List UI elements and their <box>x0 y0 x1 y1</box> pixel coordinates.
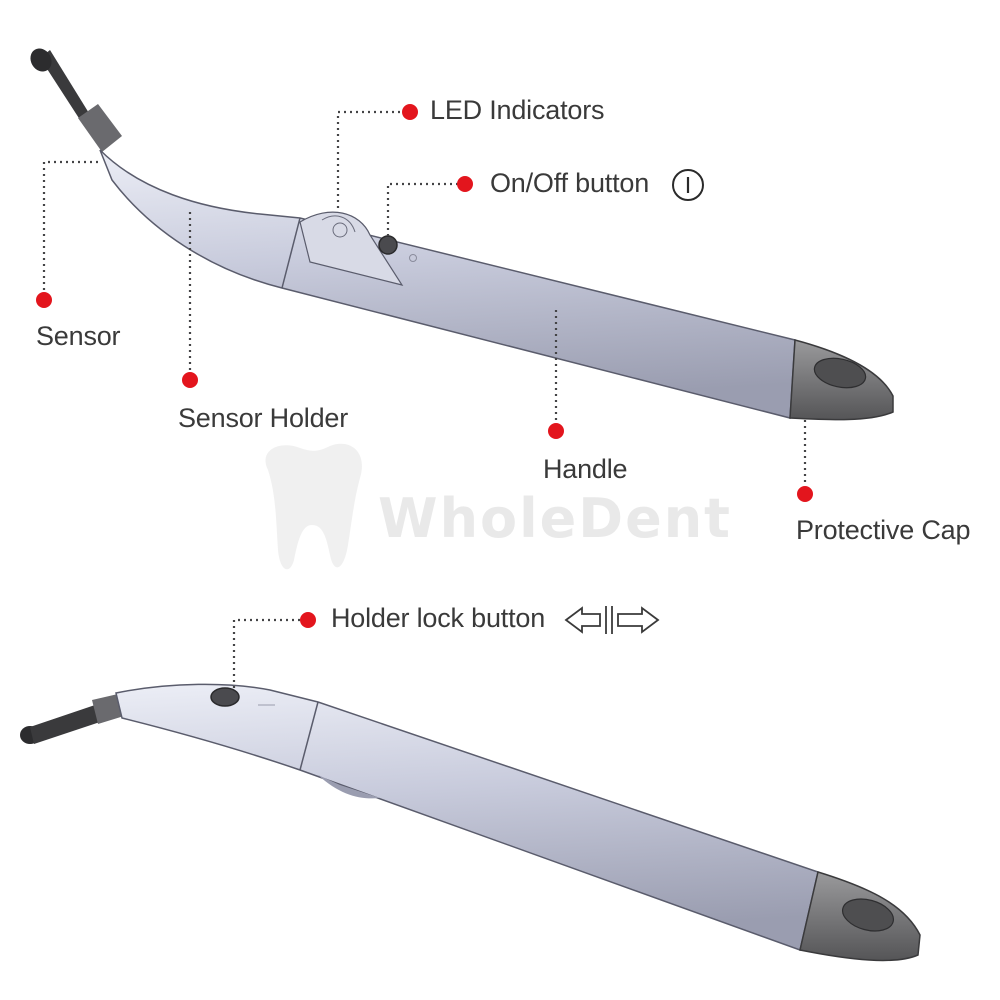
label-sensor-holder: Sensor Holder <box>178 403 348 433</box>
leader-lock <box>232 618 300 690</box>
double-arrow-lock-icon <box>564 606 660 634</box>
label-holder-lock-button: Holder lock button <box>331 603 546 633</box>
label-sensor: Sensor <box>36 321 121 351</box>
label-on-off-button: On/Off button <box>490 168 650 198</box>
label-protective-cap: Protective Cap <box>796 515 971 545</box>
watermark-text: WholeDent <box>378 487 732 550</box>
led-panel <box>299 211 404 286</box>
leader-sensor <box>42 160 98 292</box>
leader-led <box>336 110 400 212</box>
label-led-indicators: LED Indicators <box>430 95 605 125</box>
power-button-shape <box>378 235 398 255</box>
bottom-sensor-tip <box>20 694 124 744</box>
watermark-tooth-icon <box>265 443 362 570</box>
sensor-tip <box>30 48 122 152</box>
top-device <box>30 48 894 421</box>
marker-dots <box>36 104 813 628</box>
bottom-handle-body <box>115 683 819 951</box>
dot-handle <box>548 423 564 439</box>
label-handle: Handle <box>543 454 628 484</box>
dot-led <box>402 104 418 120</box>
dot-sensor-holder <box>182 372 198 388</box>
bottom-device <box>20 683 921 962</box>
dot-sensor <box>36 292 52 308</box>
dot-onoff <box>457 176 473 192</box>
leader-lines <box>42 110 807 690</box>
dot-cap <box>797 486 813 502</box>
dot-lock <box>300 612 316 628</box>
lock-button-shape <box>210 687 240 707</box>
leader-onoff <box>386 182 458 238</box>
power-symbol-icon <box>672 169 704 201</box>
